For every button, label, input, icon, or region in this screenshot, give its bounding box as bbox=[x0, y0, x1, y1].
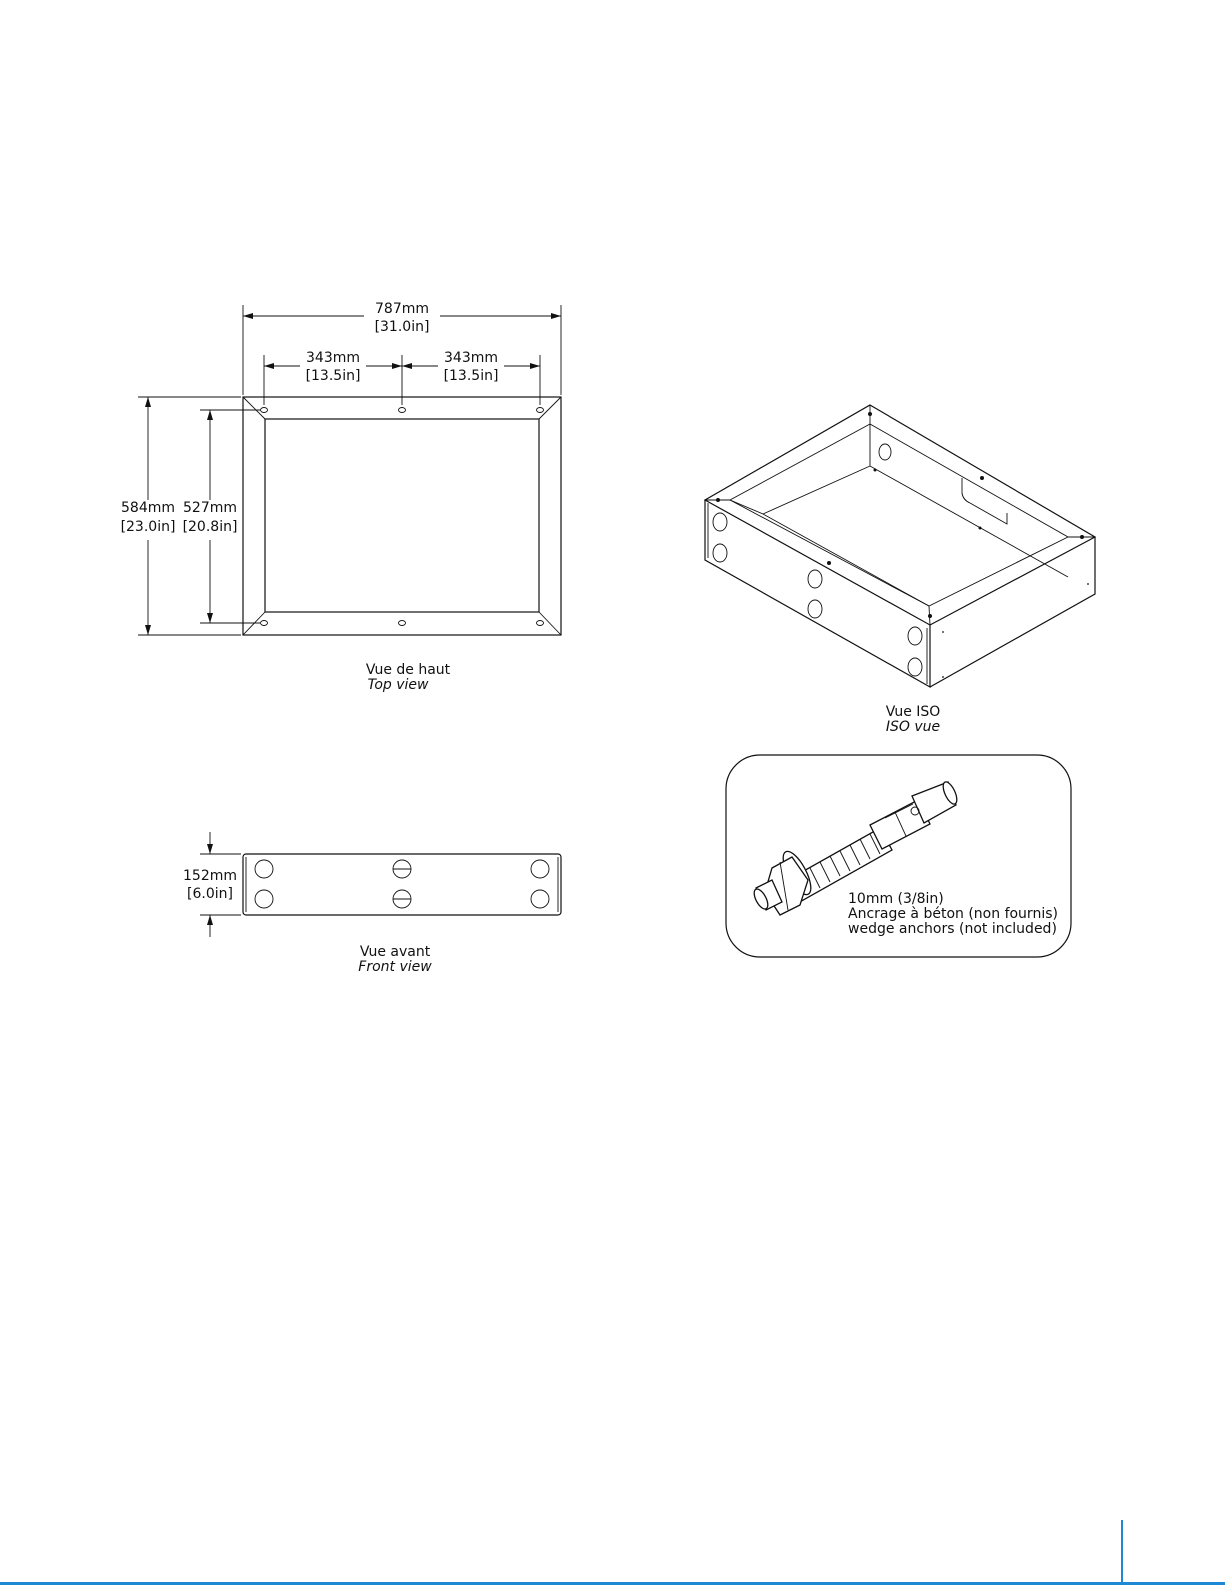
dim-overall-width-in: [31.0in] bbox=[375, 319, 430, 335]
dim-height-mm: 152mm bbox=[183, 868, 237, 884]
dim-spacing-right-in: [13.5in] bbox=[444, 368, 499, 384]
iso-knockout bbox=[808, 570, 822, 588]
dim-hole-depth-mm: 527mm bbox=[183, 500, 237, 516]
mounting-hole bbox=[537, 621, 544, 626]
iso-knockout bbox=[713, 513, 727, 531]
anchor-callout: 10mm (3/8in) Ancrage à béton (non fourni… bbox=[726, 755, 1071, 957]
caption-front-view-en: Front view bbox=[358, 959, 432, 975]
mounting-hole bbox=[399, 621, 406, 626]
iso-cable-notch bbox=[962, 478, 1007, 524]
knockout-hole bbox=[531, 890, 549, 908]
iso-knockout bbox=[713, 544, 727, 562]
iso-front-face bbox=[705, 500, 930, 687]
page-marker bbox=[1121, 1520, 1123, 1582]
dim-overall-depth-in: [23.0in] bbox=[121, 519, 176, 535]
caption-top-view-en: Top view bbox=[368, 677, 430, 693]
knockout-hole bbox=[255, 860, 273, 878]
caption-iso-view-en: ISO vue bbox=[886, 719, 940, 735]
caption-front-view-fr: Vue avant bbox=[360, 944, 431, 960]
knockout-hole bbox=[531, 860, 549, 878]
mounting-hole bbox=[399, 408, 406, 413]
anchor-label-fr: Ancrage à béton (non fournis) bbox=[848, 906, 1058, 922]
anchor-size: 10mm (3/8in) bbox=[848, 891, 944, 907]
iso-knockout bbox=[908, 627, 922, 645]
top-view-inner-opening bbox=[265, 419, 539, 612]
knockout-hole bbox=[255, 890, 273, 908]
caption-iso-view-fr: Vue ISO bbox=[886, 704, 941, 720]
mounting-hole bbox=[261, 408, 268, 413]
front-view: 152mm [6.0in] Vue avant Front view bbox=[183, 832, 561, 975]
top-view-outer-frame bbox=[243, 397, 561, 635]
iso-view: Vue ISO ISO vue bbox=[705, 405, 1095, 735]
iso-knockout bbox=[908, 658, 922, 676]
top-view: 787mm [31.0in] 343mm [13.5in] 343mm [13.… bbox=[120, 300, 561, 693]
dim-height-in: [6.0in] bbox=[187, 886, 233, 902]
dim-hole-depth-in: [20.8in] bbox=[183, 519, 238, 535]
caption-top-view-fr: Vue de haut bbox=[366, 662, 451, 678]
iso-knockout bbox=[808, 600, 822, 618]
dim-spacing-right-mm: 343mm bbox=[444, 350, 498, 366]
anchor-label-en: wedge anchors (not included) bbox=[848, 921, 1057, 937]
dim-spacing-left-mm: 343mm bbox=[306, 350, 360, 366]
iso-top-outer bbox=[705, 405, 1095, 625]
mounting-hole bbox=[537, 408, 544, 413]
mounting-hole bbox=[261, 621, 268, 626]
dim-overall-width-mm: 787mm bbox=[375, 301, 429, 317]
dim-spacing-left-in: [13.5in] bbox=[306, 368, 361, 384]
iso-knockout bbox=[879, 444, 891, 460]
dim-overall-depth-mm: 584mm bbox=[121, 500, 175, 516]
front-view-panel bbox=[243, 854, 561, 915]
